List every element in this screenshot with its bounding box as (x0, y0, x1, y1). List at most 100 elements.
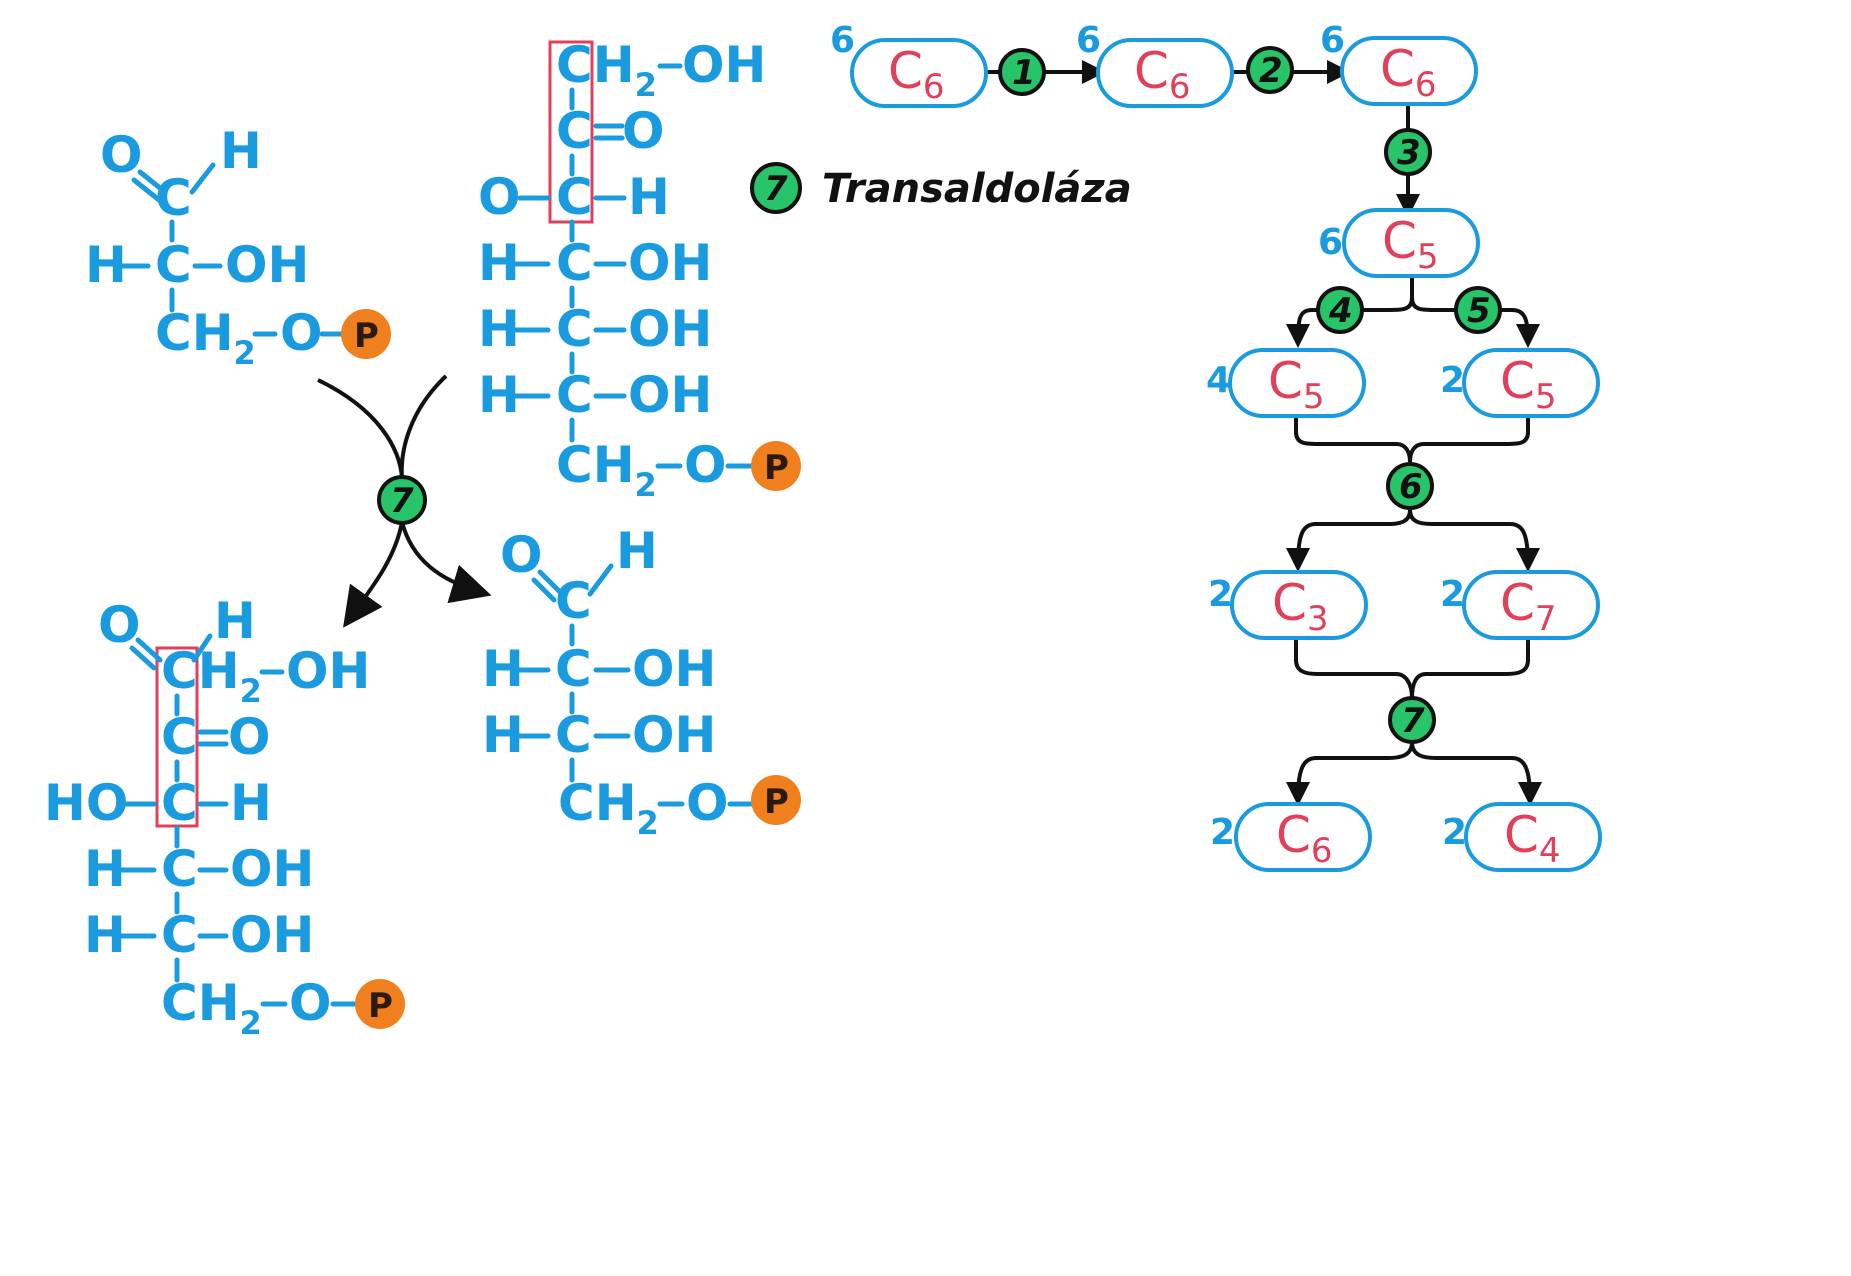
node-pill (1340, 36, 1478, 106)
atom-c: C (161, 840, 198, 898)
enzyme-5: 5 (1454, 286, 1502, 334)
bond-ch (191, 633, 213, 663)
node-label: C6 (1134, 42, 1191, 107)
atom-o: O (478, 168, 521, 226)
node-c6-1: 6 C6 (830, 20, 988, 108)
atom-o: O (280, 304, 323, 362)
molecule-top-right: CH2 OH C O O C H H C OH H C OH H C OH CH… (478, 36, 801, 504)
reactant-arc-left (317, 378, 404, 479)
node-label: C4 (1504, 806, 1561, 871)
legend-enzyme-number: 7 (764, 169, 788, 209)
phosphate-circle (751, 775, 801, 825)
atom-o: O (228, 708, 271, 766)
node-pill (1342, 208, 1480, 278)
enzyme-3: 3 (1384, 128, 1432, 176)
atom-h: H (84, 840, 126, 898)
enzyme-number: 4 (1328, 291, 1353, 331)
enzyme-7-circle (377, 475, 427, 525)
atom-oh: OH (628, 234, 712, 292)
atom-oh: OH (230, 840, 314, 898)
enzyme-circle (1454, 286, 1502, 334)
node-label: C6 (888, 42, 945, 107)
node-c4-10: 2 C4 (1442, 802, 1602, 872)
connector-e7-9 (1286, 741, 1414, 806)
atom-c: C (161, 774, 198, 832)
atom-oh: OH (628, 366, 712, 424)
molecule-bottom-right: O H C H C OH H C OH CH2 O P (482, 522, 801, 842)
atom-c: C (555, 572, 592, 630)
atom-oh: OH (225, 236, 309, 294)
enzyme-number: 7 (1401, 701, 1425, 741)
enzyme-number: 1 (1012, 53, 1036, 93)
atom-h: H (616, 522, 658, 580)
enzyme-number: 6 (1399, 467, 1423, 507)
atom-o: O (622, 102, 665, 160)
enzyme-2: 2 (1246, 46, 1294, 94)
connector-8-e7 (1410, 640, 1530, 699)
atom-h: H (84, 906, 126, 964)
node-count: 2 (1440, 574, 1465, 615)
atom-c: C (555, 640, 592, 698)
node-c6-2: 6 C6 (1076, 20, 1234, 108)
enzyme-7-label: 7 (390, 481, 414, 521)
atom-c: C (556, 300, 593, 358)
molecule-top-left: O H C H C OH CH2 O P (85, 122, 391, 372)
node-pill (1464, 802, 1602, 872)
atom-c: CH2 (161, 642, 262, 710)
phosphate-circle (341, 309, 391, 359)
atom-c: C (155, 236, 192, 294)
node-count: 2 (1208, 574, 1233, 615)
enzyme-4: 4 (1316, 286, 1364, 334)
double-bond-1 (537, 569, 563, 595)
molecule-bottom-left: O H CH2 OH C O HO C H H C OH H C OH CH2 … (44, 592, 405, 1042)
legend-enzyme-circle (750, 162, 802, 214)
atom-oh: OH (628, 300, 712, 358)
double-bond-1 (135, 637, 163, 663)
legend-enzyme-name: Transaldoláza (822, 166, 1132, 212)
enzyme-circle (998, 48, 1046, 96)
enzyme-number: 2 (1259, 51, 1283, 91)
node-pill (1228, 348, 1366, 418)
connector-7-e7 (1294, 640, 1414, 699)
node-count: 4 (1206, 360, 1231, 401)
atom-o: O (100, 126, 143, 184)
node-label: C6 (1276, 806, 1333, 871)
atom-oh: OH (632, 706, 716, 764)
node-label: C6 (1380, 40, 1437, 105)
group-ch2: CH2 (556, 436, 657, 504)
node-count: 6 (1318, 222, 1343, 263)
node-count: 2 (1210, 812, 1235, 853)
node-label: C5 (1382, 212, 1439, 277)
node-count: 6 (830, 20, 855, 61)
enzyme-1: 1 (998, 48, 1046, 96)
atom-c: C (556, 234, 593, 292)
group-ch2: CH2 (558, 774, 659, 842)
reaction-crossing: 7 (317, 374, 492, 628)
atom-oh: OH (682, 36, 766, 94)
bond-ch (587, 563, 614, 597)
atom-h: H (478, 300, 520, 358)
atom-o: O (289, 974, 332, 1032)
atom-c: C (556, 366, 593, 424)
atom-h: H (230, 774, 272, 832)
product-arrow-right (400, 521, 492, 604)
atom-o: O (686, 774, 729, 832)
connector-5-e6 (1294, 418, 1412, 463)
double-bond-2 (131, 177, 162, 203)
double-bond-2 (531, 577, 557, 603)
node-pill (1234, 802, 1372, 872)
enzyme-circle (1316, 286, 1364, 334)
atom-c: C (556, 168, 593, 226)
node-c5-6: 2 C5 (1440, 348, 1600, 418)
phosphate-label: P (764, 448, 789, 488)
enzyme-circle (1246, 46, 1294, 94)
connector-e6-8 (1408, 509, 1540, 572)
atom-ho: HO (44, 774, 128, 832)
atom-o: O (98, 596, 141, 654)
atom-h: H (478, 366, 520, 424)
enzyme-legend: 7 Transaldoláza (750, 162, 1132, 214)
enzyme-number: 3 (1397, 133, 1421, 173)
atom-h: H (478, 234, 520, 292)
enzyme-circle (1388, 696, 1436, 744)
group-ch2: CH2 (161, 974, 262, 1042)
